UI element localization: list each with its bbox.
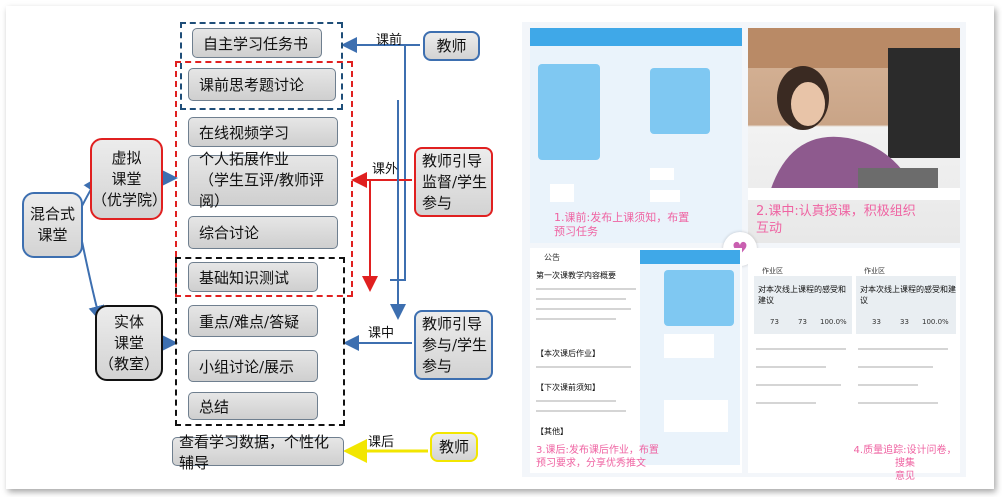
node-virtual-class: 虚拟 课堂 （优学院） — [90, 138, 167, 220]
label-before-class: 课前 — [376, 33, 403, 48]
survey-stat-right-1: 33 — [872, 318, 881, 326]
connector-root-physical — [79, 231, 105, 322]
node-key-points: 重点/难点/答疑 — [188, 305, 318, 337]
survey-card-left: 对本次线上课程的感受和建议 73 73 100.0% — [754, 276, 852, 334]
node-task-book: 自主学习任务书 — [192, 28, 322, 58]
notice-line-7 — [536, 410, 626, 412]
survey-card-right: 对本次线上课程的感受和建议 33 33 100.0% — [856, 276, 956, 334]
notice-title: 第一次课教学内容概要 — [536, 271, 616, 280]
dashed-group-red — [175, 61, 353, 297]
node-teacher-guide-after: 教师引导 监督/学生 参与 — [414, 147, 493, 217]
survey-line-7 — [858, 384, 918, 386]
node-pre-discussion: 课前思考题讨论 — [188, 68, 336, 101]
node-personal-homework: 个人拓展作业 （学生互评/教师评阅） — [188, 150, 338, 210]
notice-line-5 — [536, 366, 631, 368]
chat-bubble-2 — [650, 68, 710, 134]
notice-line-1 — [536, 288, 636, 290]
label-outside-class: 课外 — [372, 162, 399, 177]
overlay-bubble-1 — [664, 270, 734, 326]
caption-after-class: 3.课后:发布课后作业，布置 预习要求，分享优秀推文 — [536, 445, 659, 469]
node-basic-test: 基础知识测试 — [188, 262, 318, 292]
label-in-class: 课中 — [368, 326, 395, 341]
node-teacher-top: 教师 — [423, 31, 480, 61]
chat-bubble-1 — [538, 64, 600, 160]
dashed-group-blue — [180, 22, 343, 110]
notice-section-next: 【下次课前须知】 — [536, 383, 600, 392]
survey-stat-left-3: 100.0% — [820, 318, 847, 326]
survey-line-6 — [858, 366, 933, 368]
survey-stat-left-2: 73 — [798, 318, 807, 326]
survey-tab-right: 作业区 — [864, 267, 885, 275]
overlay-card-2 — [664, 400, 728, 432]
survey-tab-left: 作业区 — [762, 267, 783, 275]
notice-section-homework: 【本次课后作业】 — [536, 349, 600, 358]
node-teacher-bottom: 教师 — [430, 432, 478, 462]
node-review-data: 查看学习数据，个性化辅导 — [172, 433, 344, 472]
photo-pre-class-chat: 1.课前:发布上课须知，布置 预习任务 — [530, 28, 742, 243]
diagram-connectors — [79, 37, 428, 463]
caption-in-class: 2.课中:认真授课，积极组织 互动 — [756, 204, 916, 236]
survey-line-4 — [756, 402, 816, 404]
label-after-class: 课后 — [368, 435, 395, 450]
notice-line-2 — [536, 298, 626, 300]
teacher-figure — [748, 28, 960, 200]
dashed-group-black — [175, 257, 345, 426]
survey-line-8 — [858, 402, 938, 404]
arrow-teacher-top-down — [390, 45, 406, 281]
notice-line-6 — [536, 400, 616, 402]
survey-line-1 — [756, 348, 846, 350]
survey-stat-right-3: 100.0% — [922, 318, 949, 326]
notice-chat-overlay — [640, 250, 740, 465]
survey-title-left: 对本次线上课程的感受和建议 — [758, 285, 846, 305]
node-physical-class: 实体 课堂 （教室） — [95, 305, 163, 381]
survey-line-2 — [756, 366, 826, 368]
caption-pre-class: 1.课前:发布上课须知，布置 预习任务 — [554, 211, 690, 238]
chat-attachment-2 — [650, 168, 674, 180]
node-comprehensive-discussion: 综合讨论 — [188, 216, 338, 249]
survey-line-5 — [858, 348, 948, 350]
chat-attachment-1 — [550, 184, 574, 202]
overlay-header — [640, 250, 740, 264]
survey-stat-right-2: 33 — [900, 318, 909, 326]
survey-title-right: 对本次线上课程的感受和建议 — [860, 285, 956, 305]
notice-header: 公告 — [544, 253, 560, 262]
node-summary: 总结 — [188, 392, 318, 420]
overlay-card-1 — [664, 334, 714, 358]
notice-line-4 — [536, 318, 616, 320]
survey-stat-left-1: 73 — [770, 318, 779, 326]
notice-line-3 — [536, 308, 631, 310]
photo-after-class-notice: 公告 第一次课教学内容概要 【本次课后作业】 【下次课前须知】 【其他】 3.课… — [530, 248, 742, 473]
chat-attachment-3 — [650, 190, 680, 202]
chat-header-bar — [530, 28, 742, 46]
node-online-video: 在线视频学习 — [188, 117, 338, 147]
photo-in-class-teaching: 2.课中:认真授课，积极组织 互动 — [748, 28, 960, 243]
node-blended-classroom: 混合式 课堂 — [22, 192, 83, 258]
survey-line-3 — [756, 384, 841, 386]
photo-quality-survey: 作业区 作业区 对本次线上课程的感受和建议 73 73 100.0% 对本次线上… — [748, 248, 960, 482]
caption-quality-tracking: 4.质量追踪:设计问卷，搜集 意见 — [853, 445, 957, 482]
node-teacher-guide-in: 教师引导 参与/学生 参与 — [414, 310, 493, 380]
node-group-discussion: 小组讨论/展示 — [188, 350, 318, 382]
notice-section-other: 【其他】 — [536, 427, 568, 436]
